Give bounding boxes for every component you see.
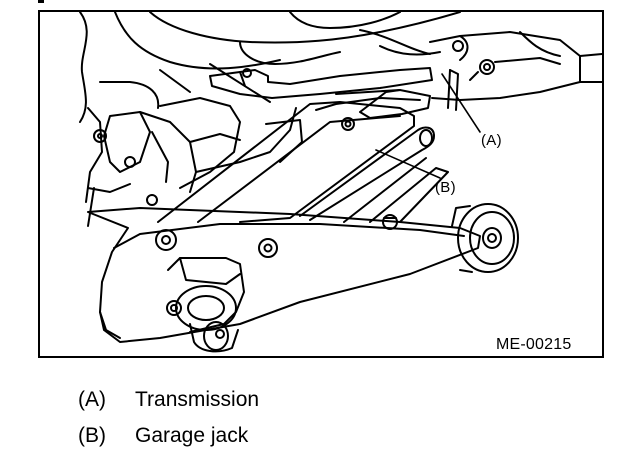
legend-key: (B) bbox=[78, 424, 106, 447]
figure-id-label: ME-00215 bbox=[496, 336, 572, 353]
legend-key: (A) bbox=[78, 388, 106, 411]
legend-text: Transmission bbox=[135, 388, 260, 411]
jack-illustration bbox=[79, 12, 602, 353]
legend-row-garage-jack: (B) Garage jack bbox=[78, 425, 259, 446]
legend-text: Garage jack bbox=[135, 424, 249, 447]
legend-row-transmission: (A) Transmission bbox=[78, 389, 259, 410]
callout-b-leader bbox=[375, 149, 441, 179]
figure-frame: (A) (B) ME-00215 bbox=[38, 10, 604, 358]
garage-jack bbox=[87, 97, 519, 353]
callout-a-label: (A) bbox=[481, 132, 502, 149]
legend: (A) Transmission (B) Garage jack bbox=[78, 389, 259, 461]
callout-b-label: (B) bbox=[435, 179, 456, 196]
vehicle-underbody bbox=[79, 12, 602, 227]
callout-a-leader bbox=[441, 73, 481, 133]
page-corner-mark bbox=[38, 0, 44, 3]
